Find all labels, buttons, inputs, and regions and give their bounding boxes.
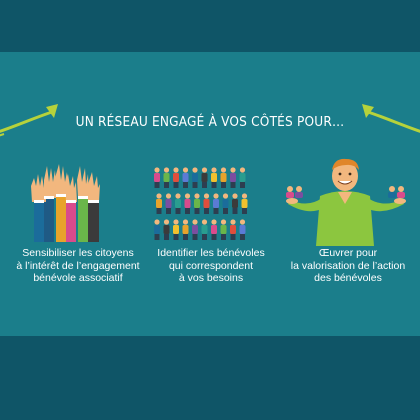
column-1-line-2: à l’intérêt de l’engagement bbox=[16, 259, 140, 272]
crowd-person bbox=[211, 167, 217, 188]
crowd-person bbox=[173, 167, 179, 188]
crowd-person bbox=[211, 219, 217, 240]
crowd-person bbox=[239, 219, 246, 240]
section-heading: UN RÉSEAU ENGAGÉ À VOS CÔTÉS POUR… bbox=[75, 114, 345, 130]
crowd-person bbox=[192, 219, 198, 240]
crowd-person bbox=[173, 219, 179, 240]
crowd-person bbox=[154, 219, 160, 240]
crowd-person bbox=[201, 167, 208, 188]
crowd-person bbox=[201, 219, 208, 240]
crowd-person bbox=[213, 193, 219, 214]
column-3-line-3: des bénévoles bbox=[314, 272, 382, 284]
crowd-person bbox=[163, 167, 170, 188]
column-1-line-3: bénévole associatif bbox=[33, 272, 123, 284]
crowd-person bbox=[165, 193, 172, 214]
crowd-person bbox=[230, 167, 236, 188]
arrow-right-icon bbox=[362, 104, 420, 133]
column-2-line-3: à vos besoins bbox=[178, 272, 244, 284]
crowd-person bbox=[203, 193, 210, 214]
crowd-person bbox=[184, 193, 191, 214]
column-2-text: Identifier les bénévoles qui corresponde… bbox=[144, 247, 278, 285]
column-1-text: Sensibiliser les citoyens à l’intérêt de… bbox=[10, 247, 146, 285]
crowd-person bbox=[192, 167, 198, 188]
crowd-person bbox=[230, 219, 236, 240]
column-3-text: Œuvrer pour la valorisation de l’action … bbox=[278, 247, 418, 285]
crowd-person bbox=[156, 193, 162, 214]
crowd-of-people-icon bbox=[154, 167, 248, 240]
crowd-person bbox=[163, 219, 170, 240]
crowd-person bbox=[232, 193, 238, 214]
column-2-line-2: qui correspondent bbox=[168, 259, 254, 272]
crowd-person bbox=[220, 167, 227, 188]
man-holding-figures-icon bbox=[286, 158, 406, 246]
crowd-person bbox=[182, 167, 189, 188]
crowd-person bbox=[194, 193, 200, 214]
column-2-line-1: Identifier les bénévoles bbox=[157, 247, 265, 259]
crowd-person bbox=[154, 167, 160, 188]
column-3-line-2: la valorisation de l’action bbox=[290, 259, 406, 272]
crowd-person bbox=[175, 193, 181, 214]
raised-hands-icon bbox=[31, 164, 100, 242]
column-3-line-1: Œuvrer pour bbox=[318, 247, 378, 259]
crowd-person bbox=[182, 219, 189, 240]
crowd-person bbox=[241, 193, 248, 214]
crowd-person bbox=[222, 193, 229, 214]
arrow-left-icon bbox=[0, 104, 58, 137]
crowd-person bbox=[239, 167, 246, 188]
column-1-line-1: Sensibiliser les citoyens bbox=[22, 247, 134, 259]
crowd-person bbox=[220, 219, 227, 240]
